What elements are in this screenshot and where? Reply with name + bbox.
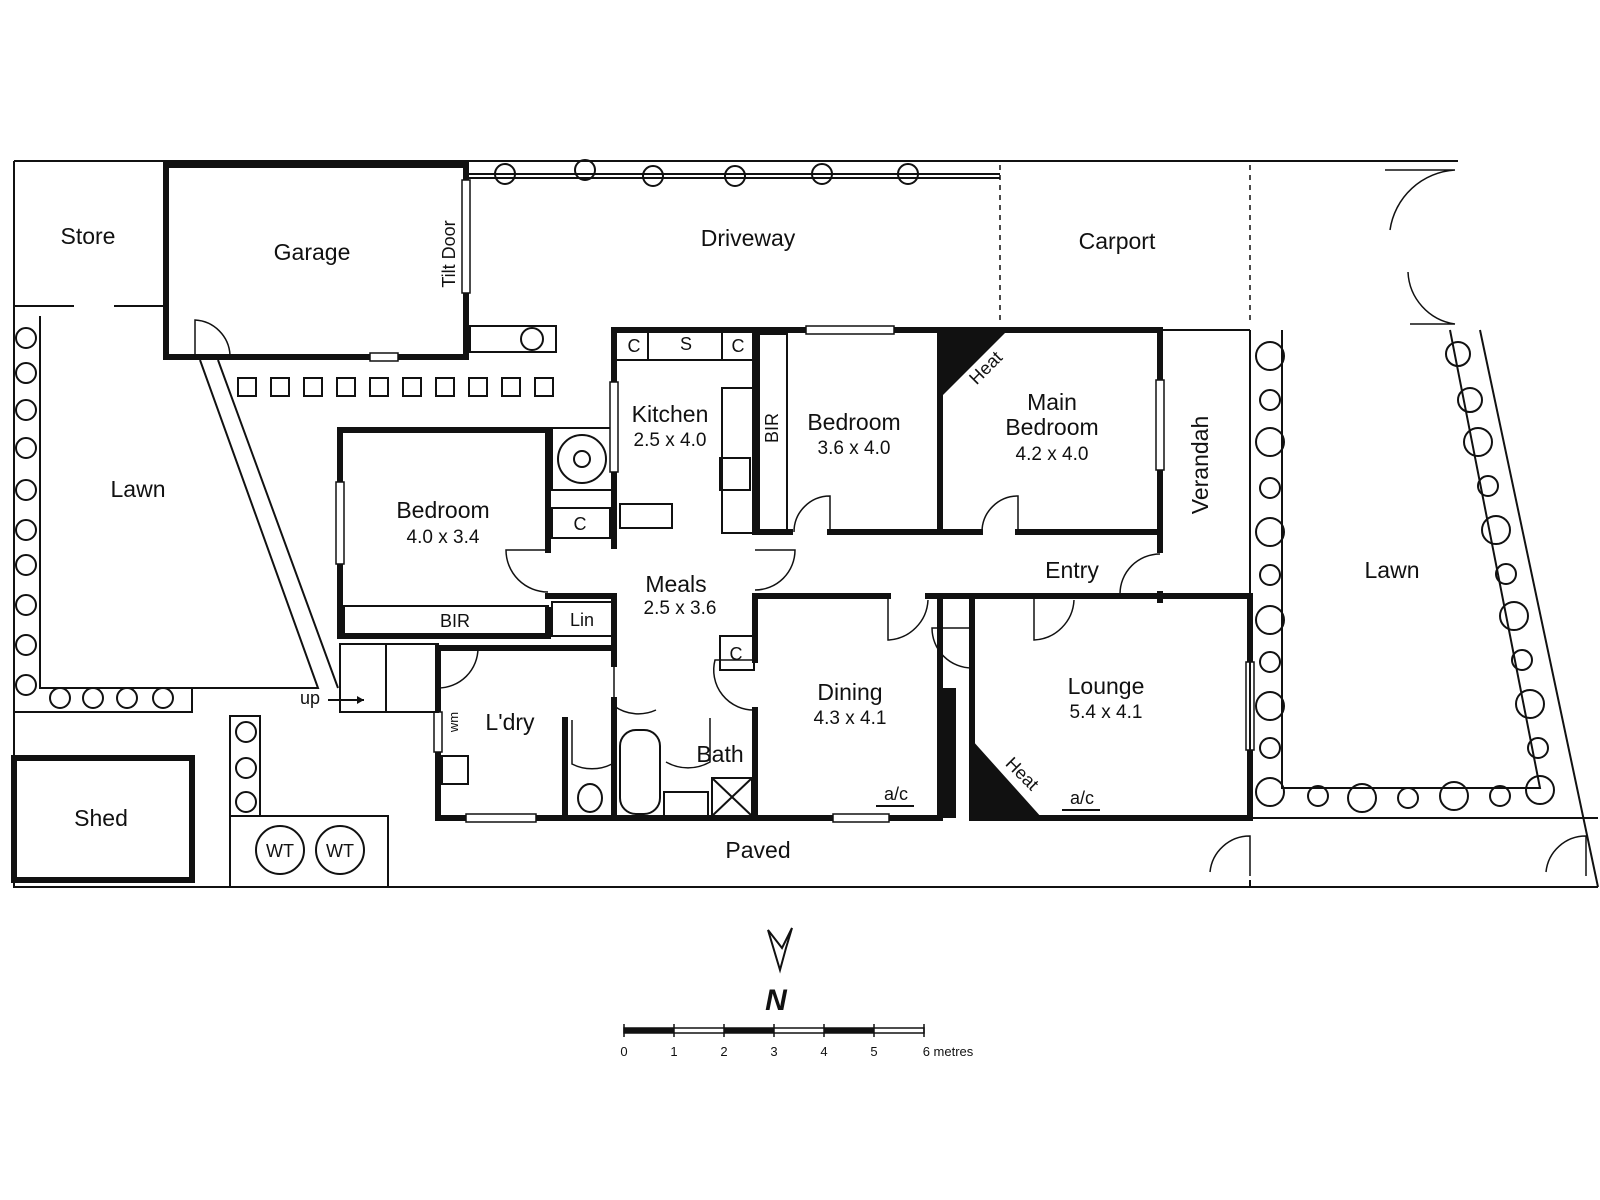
main-bedroom-heater (940, 330, 1008, 398)
meals-label: Meals (645, 571, 706, 597)
water-tank-1 (255, 825, 305, 875)
toilet (577, 783, 603, 813)
water-tank-2 (315, 825, 365, 875)
west-lawn-label: Lawn (111, 476, 166, 502)
entry-label: Entry (1045, 557, 1099, 583)
shed-label: Shed (74, 805, 128, 831)
laundry-label: L'dry (485, 709, 535, 735)
north-label: N (765, 984, 788, 1017)
paving-stones (237, 377, 554, 397)
shower (711, 777, 753, 817)
garage-window (369, 352, 399, 362)
scale-tick-2: 2 (720, 1044, 727, 1059)
main-bedroom-door-arc (981, 495, 1019, 533)
kitchen-sink: S (680, 334, 692, 354)
bath-label: Bath (696, 741, 743, 767)
main-bedroom-label-1: Main (1027, 389, 1077, 415)
dining-door-arc (887, 596, 929, 641)
west-lawn-plants (15, 327, 174, 709)
bathtub (619, 729, 661, 815)
gate-arc-top (1385, 169, 1456, 231)
lounge-door-arc (931, 627, 973, 669)
wc-door-arc (571, 720, 613, 770)
cooktop (719, 457, 751, 491)
verandah-label: Verandah (1187, 416, 1213, 514)
main-bedroom-dim: 4.2 x 4.0 (1016, 444, 1089, 465)
bedroom-west-label: Bedroom (396, 497, 489, 523)
dining-label: Dining (817, 679, 882, 705)
lounge-ac: a/c (1070, 788, 1094, 808)
lounge-label: Lounge (1068, 673, 1145, 699)
dining-dim: 4.3 x 4.1 (814, 708, 887, 729)
east-lawn-edge (1249, 329, 1598, 819)
kitchen-planter (551, 427, 613, 491)
kitchen-dim: 2.5 x 4.0 (634, 430, 707, 451)
bedroom-front-label: Bedroom (807, 409, 900, 435)
hall-door-arc-1 (754, 549, 796, 591)
gate-arc-bottom-2 (1545, 835, 1587, 876)
garage-label: Garage (274, 239, 351, 265)
store-label: Store (61, 223, 116, 249)
scale-tick-4: 4 (820, 1044, 827, 1059)
lounge-heater (972, 740, 1042, 818)
kitchen-sink-bench (619, 503, 673, 529)
scale-tick-3: 3 (770, 1044, 777, 1059)
entry-door-arc (1119, 553, 1161, 595)
lounge-door-arc-top (1033, 596, 1075, 641)
stairs-up-label: up (300, 688, 320, 708)
linen-label: Lin (570, 610, 594, 630)
west-lawn-edge (14, 316, 339, 713)
meals-door-arc (613, 664, 657, 715)
driveway-plants (494, 159, 919, 351)
laundry-door-arc (437, 647, 479, 689)
scale-tick-1: 1 (670, 1044, 677, 1059)
bath-door-arc (665, 718, 711, 769)
bedroom-west-bir: BIR (440, 611, 470, 631)
carport-label: Carport (1079, 228, 1156, 254)
washing-machine: wm (446, 712, 461, 733)
shed (11, 755, 195, 883)
scale-tick-6: 6 metres (923, 1044, 974, 1059)
bedroom-west-door-arc (505, 549, 549, 593)
dining-walls (752, 593, 943, 821)
tilt-door-label: Tilt Door (439, 220, 459, 287)
meals-dim: 2.5 x 3.6 (644, 598, 717, 619)
scale-bar: 0 1 2 3 4 5 6 metres (620, 1024, 974, 1059)
kitchen-cupboard-1: C (628, 336, 641, 356)
east-lawn-plants (1255, 341, 1555, 813)
tilt-door (461, 179, 471, 294)
water-tank-1-label: WT (266, 841, 294, 861)
pantry-label: C (574, 514, 587, 534)
scale-tick-0: 0 (620, 1044, 627, 1059)
kitchen-label: Kitchen (632, 401, 709, 427)
driveway-label: Driveway (701, 225, 796, 251)
kitchen-cupboard-2: C (732, 336, 745, 356)
laundry-walls (435, 645, 758, 821)
north-arrow-icon (767, 927, 793, 974)
lounge-dim: 5.4 x 4.1 (1070, 702, 1143, 723)
bedroom-front-dim: 3.6 x 4.0 (818, 438, 891, 459)
paved-label: Paved (725, 837, 790, 863)
bedroom-front-bir: BIR (762, 413, 782, 443)
water-tank-2-label: WT (326, 841, 354, 861)
bedroom-front-door-arc (793, 495, 831, 533)
dining-fireplace (940, 688, 956, 818)
property-boundary (13, 160, 1598, 888)
meals-cupboard: C (730, 644, 743, 664)
scale-tick-5: 5 (870, 1044, 877, 1059)
main-bedroom-label-2: Bedroom (1005, 414, 1098, 440)
garage-door-arc (194, 319, 231, 357)
gate-arc-bottom-1 (1209, 835, 1251, 876)
dining-ac: a/c (884, 784, 908, 804)
east-lawn-label: Lawn (1365, 557, 1420, 583)
bedroom-west-dim: 4.0 x 3.4 (407, 527, 480, 548)
